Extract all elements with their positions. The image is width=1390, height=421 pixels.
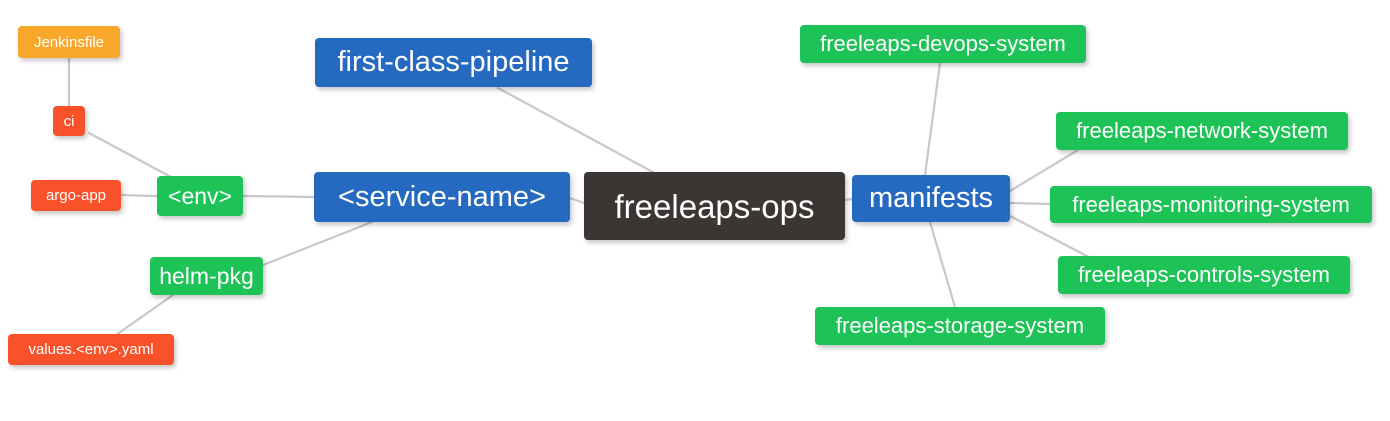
edge-manifests-devops-system	[923, 61, 942, 177]
node-jenkinsfile-label: Jenkinsfile	[33, 33, 105, 51]
edge-service-name-helm-pkg	[256, 220, 374, 269]
node-ci[interactable]: ci	[53, 106, 85, 136]
edge-manifests-monitoring-system	[1008, 201, 1052, 206]
node-storage-system-label: freeleaps-storage-system	[835, 313, 1085, 338]
node-manifests[interactable]: manifests	[852, 175, 1010, 222]
node-argo-app[interactable]: argo-app	[31, 180, 121, 211]
node-values-yaml-label: values.<env>.yaml	[28, 341, 154, 358]
node-helm-pkg-label: helm-pkg	[159, 262, 254, 289]
node-first-class-pipeline[interactable]: first-class-pipeline	[315, 38, 592, 87]
node-argo-app-label: argo-app	[45, 187, 107, 204]
node-controls-system[interactable]: freeleaps-controls-system	[1058, 256, 1350, 294]
node-devops-system-label: freeleaps-devops-system	[820, 31, 1066, 56]
edge-root-manifests	[843, 197, 854, 202]
node-root-label: freeleaps-ops	[614, 187, 815, 225]
node-storage-system[interactable]: freeleaps-storage-system	[815, 307, 1105, 345]
node-env[interactable]: <env>	[157, 176, 243, 216]
node-helm-pkg[interactable]: helm-pkg	[150, 257, 263, 295]
edge-service-name-env	[241, 194, 316, 199]
node-devops-system[interactable]: freeleaps-devops-system	[800, 25, 1086, 63]
node-service-name[interactable]: <service-name>	[314, 172, 570, 222]
node-monitoring-system[interactable]: freeleaps-monitoring-system	[1050, 186, 1372, 223]
node-manifests-label: manifests	[868, 182, 994, 214]
node-network-system[interactable]: freeleaps-network-system	[1056, 112, 1348, 150]
node-service-name-label: <service-name>	[338, 180, 546, 213]
edge-manifests-storage-system	[928, 220, 957, 309]
node-values-yaml[interactable]: values.<env>.yaml	[8, 334, 174, 365]
edge-env-ci	[87, 131, 173, 179]
edge-env-argo-app	[119, 193, 159, 198]
edge-manifests-network-system	[1008, 148, 1080, 193]
node-env-label: <env>	[168, 182, 232, 209]
node-controls-system-label: freeleaps-controls-system	[1078, 262, 1330, 287]
node-root[interactable]: freeleaps-ops	[584, 172, 845, 240]
edge-root-first-class-pipeline	[496, 86, 662, 178]
node-network-system-label: freeleaps-network-system	[1076, 118, 1328, 143]
node-monitoring-system-label: freeleaps-monitoring-system	[1072, 191, 1350, 217]
node-jenkinsfile[interactable]: Jenkinsfile	[18, 26, 120, 58]
node-first-class-pipeline-label: first-class-pipeline	[337, 46, 570, 78]
node-ci-label: ci	[63, 112, 75, 130]
edge-helm-pkg-values-yaml	[114, 293, 175, 337]
edge-root-service-name	[568, 196, 586, 205]
